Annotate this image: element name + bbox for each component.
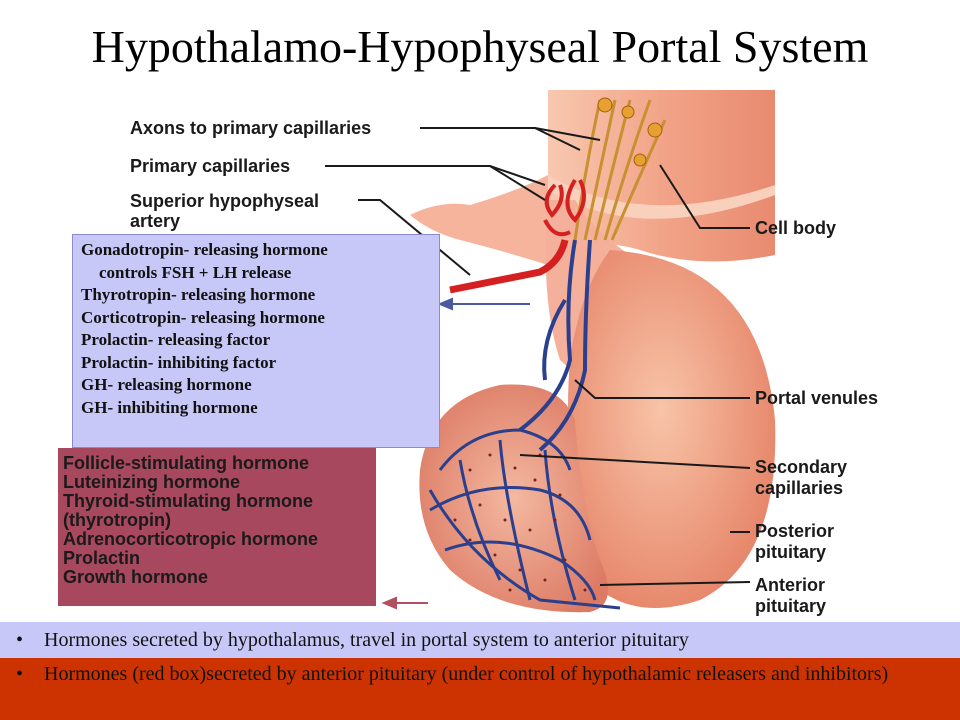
- label-superior-artery-2: artery: [130, 211, 181, 231]
- hypothalamic-hormone: Corticotropin- releasing hormone: [81, 307, 325, 327]
- hypothalamic-hormones-box: Gonadotropin- releasing hormone controls…: [72, 234, 440, 448]
- pituitary-hormone: (thyrotropin): [63, 510, 171, 530]
- pituitary-hormone: Luteinizing hormone: [63, 472, 240, 492]
- primary-capillaries: [543, 178, 586, 237]
- label-axons: Axons to primary capillaries: [130, 118, 372, 138]
- label-superior-artery-1: Superior hypophyseal: [130, 191, 320, 211]
- portal-venules: [518, 239, 592, 452]
- pituitary-hormone: Adrenocorticotropic hormone: [63, 529, 319, 549]
- hypothalamic-hormone: Prolactin- inhibiting factor: [81, 352, 277, 372]
- red-arrow: [381, 596, 428, 610]
- bullet-item: • Hormones secreted by hypothalamus, tra…: [16, 628, 924, 652]
- pituitary-hormone: Follicle-stimulating hormone: [63, 453, 310, 473]
- pituitary-hormone: Growth hormone: [63, 567, 208, 587]
- hypothalamic-hormone: GH- releasing hormone: [81, 375, 252, 394]
- label-posterior-1: Posterior: [755, 521, 835, 541]
- hypothalamic-hormone: Prolactin- releasing factor: [81, 330, 271, 349]
- hypothalamic-hormone: GH- inhibiting hormone: [81, 397, 258, 417]
- label-portal-venules: Portal venules: [755, 388, 879, 408]
- secretory-dots: [453, 453, 587, 592]
- label-primary-capillaries: Primary capillaries: [130, 156, 291, 176]
- bullet-item: • Hormones (red box)secreted by anterior…: [16, 662, 924, 686]
- bullet-text: Hormones secreted by hypothalamus, trave…: [44, 629, 689, 651]
- hypothalamic-hormone: Gonadotropin- releasing hormone: [81, 240, 328, 259]
- label-anterior-2: pituitary: [755, 596, 827, 616]
- leader-lines: [325, 127, 751, 586]
- hypothalamic-hormone: Thyrotropin- releasing hormone: [81, 285, 316, 304]
- bullet-glyph: •: [16, 629, 24, 651]
- posterior-pituitary: [568, 250, 776, 608]
- superior-hypophyseal-artery: [449, 239, 569, 294]
- bullet-glyph: •: [16, 663, 24, 685]
- pituitary-hormone: Thyroid-stimulating hormone: [63, 491, 313, 511]
- floor-curve: [548, 175, 775, 219]
- secondary-capillaries: [428, 428, 621, 610]
- bullet-pituitary-row: • Hormones (red box)secreted by anterior…: [0, 658, 960, 720]
- bullet-text: Hormones (red box)secreted by anterior p…: [44, 663, 889, 685]
- label-secondary-1: Secondary: [755, 457, 848, 477]
- label-secondary-2: capillaries: [755, 478, 844, 498]
- label-cell-body: Cell body: [755, 218, 837, 238]
- pituitary-hormones-box: Follicle-stimulating hormone Luteinizing…: [58, 448, 376, 606]
- hypothalamic-hormone-note: controls FSH + LH release: [99, 262, 292, 282]
- tissue-fold: [410, 175, 548, 265]
- page-title: Hypothalamo-Hypophyseal Portal System: [91, 21, 869, 72]
- pituitary-hormone: Prolactin: [63, 548, 141, 568]
- neuron-cell-bodies: [597, 97, 663, 167]
- hypothalamus-tissue: [548, 90, 775, 262]
- bullet-hypothalamus-row: • Hormones secreted by hypothalamus, tra…: [0, 622, 960, 658]
- blue-arrow: [437, 297, 530, 311]
- label-posterior-2: pituitary: [755, 542, 827, 562]
- label-anterior-1: Anterior: [755, 575, 826, 595]
